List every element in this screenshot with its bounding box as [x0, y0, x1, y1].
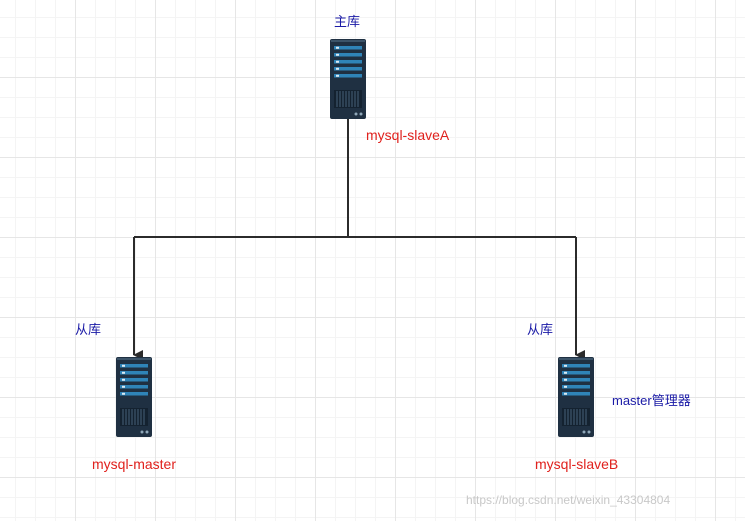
watermark: https://blog.csdn.net/weixin_43304804	[466, 493, 671, 507]
node-name-left: mysql-master	[92, 456, 177, 472]
node-note-right: master管理器	[612, 393, 691, 408]
server-icon[interactable]	[558, 357, 594, 437]
role-label-right: 从库	[527, 322, 554, 337]
server-icon[interactable]	[330, 39, 366, 119]
node-name-right: mysql-slaveB	[535, 456, 619, 472]
node-name-top: mysql-slaveA	[366, 127, 450, 143]
server-icon[interactable]	[116, 357, 152, 437]
role-label-left: 从库	[75, 322, 102, 337]
role-label-top: 主库	[334, 14, 361, 29]
